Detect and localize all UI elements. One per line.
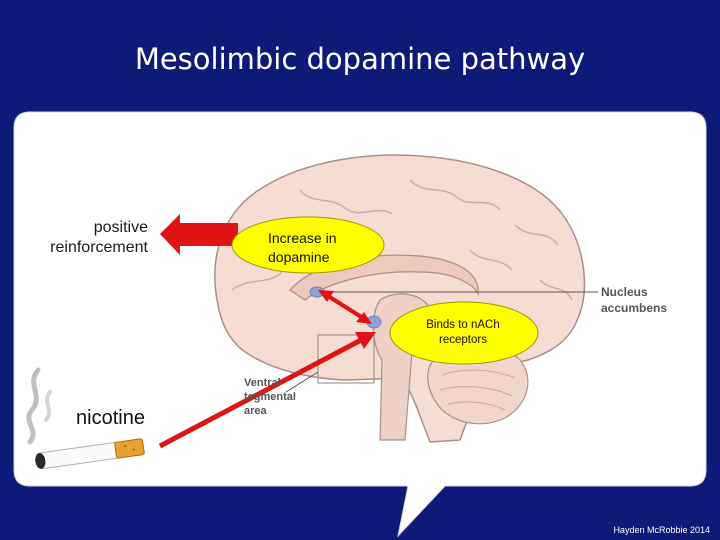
- author-credit: Hayden McRobbie 2014: [613, 525, 710, 535]
- vta-pointer: [285, 371, 319, 393]
- cigarette-icon: [35, 438, 145, 470]
- vta-region-box: [317, 334, 375, 384]
- binds-receptors-label: Binds to nACh receptors: [426, 319, 500, 346]
- nucleus-accumbens-text: Nucleus accumbens: [601, 285, 668, 315]
- positive-reinforcement-label: positive reinforcement: [50, 219, 148, 256]
- nicotine-label: nicotine: [76, 407, 145, 429]
- slide-title: Mesolimbic dopamine pathway: [134, 42, 586, 76]
- smoke-icon: [26, 367, 52, 445]
- vta-label: Ventral tegmental area: [244, 376, 304, 418]
- reinforcement-arrow: [160, 214, 238, 255]
- receptor-callout: [389, 301, 539, 365]
- dopamine-pathway-arrow: [318, 290, 372, 324]
- dopamine-callout: [231, 216, 385, 274]
- nucleus-accumbens-label: Nucleus accumbens: [601, 284, 669, 316]
- vta-text: Ventral tegmental area: [244, 377, 296, 417]
- increase-dopamine-label: Increase in dopamine: [268, 230, 337, 265]
- nicotine-arrow: [158, 332, 376, 449]
